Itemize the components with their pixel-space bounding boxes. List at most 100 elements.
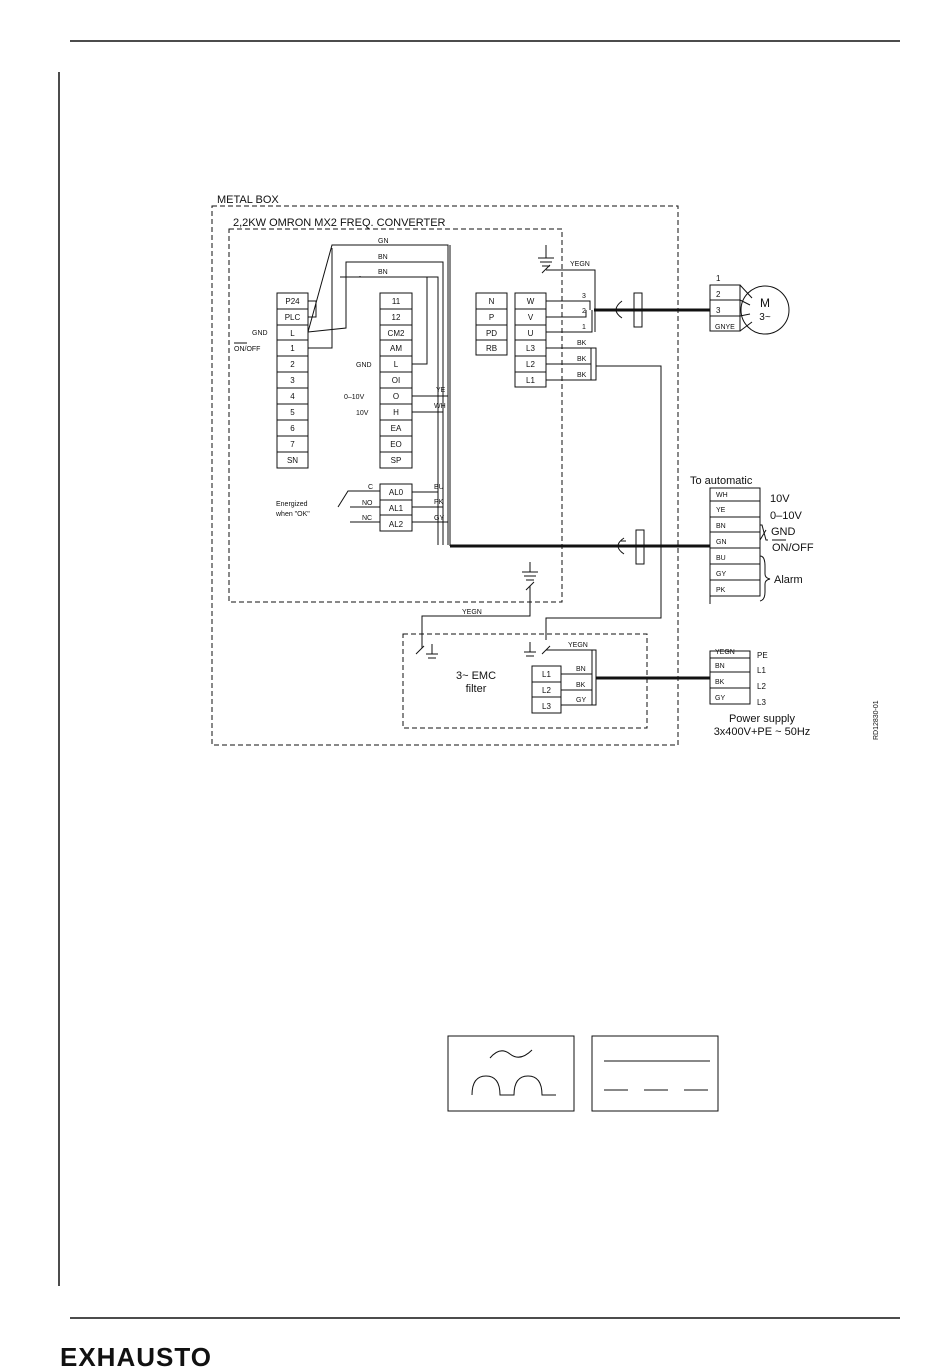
power-in-block: N P PD RB	[475, 292, 508, 356]
mid-gnd-label: GND	[356, 362, 372, 369]
supply-l2: L2	[757, 682, 766, 691]
to-automatic-label: To automatic	[690, 475, 753, 487]
terminal-sn: SN	[287, 456, 298, 465]
terminal-l-mid: L	[394, 360, 399, 369]
motor-side-3: 3	[582, 293, 586, 300]
wire-bn-1: BN	[378, 254, 388, 261]
terminal-4: 4	[290, 392, 295, 401]
emc-term-l3: L3	[542, 702, 551, 711]
terminal-u: U	[528, 329, 534, 338]
ground-symbol-mid	[522, 562, 538, 591]
supply-term-yegn: YEGN	[715, 649, 735, 656]
auto-gnd: GND	[771, 526, 796, 538]
auto-010v: 0–10V	[770, 510, 802, 522]
terminal-12: 12	[392, 313, 401, 322]
emc-term-l1: L1	[542, 670, 551, 679]
energized-label-1: Energized	[276, 501, 308, 508]
bk-label-3: BK	[577, 372, 587, 379]
motor-side-1: 1	[582, 324, 586, 331]
mid-10v-label: 10V	[356, 410, 369, 417]
terminal-l2: L2	[526, 360, 535, 369]
metal-box-label: METAL BOX	[217, 194, 279, 206]
alarm-no: NO	[362, 500, 373, 507]
auto-term-bn: BN	[716, 523, 726, 530]
mid-terminal-block: 11 12 CM2 AM L OI O H EA EO SP	[379, 292, 413, 469]
terminal-1: 1	[290, 344, 295, 353]
alarm-nc: NC	[362, 515, 372, 522]
left-gnd-label: GND	[252, 330, 268, 337]
auto-onoff: ON/OFF	[772, 542, 814, 554]
terminal-11: 11	[392, 297, 401, 306]
wire-bn-2: BN	[378, 269, 388, 276]
power-out-block: W V U L3 L2 L1	[514, 292, 547, 388]
wire-pk: PK	[434, 499, 444, 506]
auto-alarm: Alarm	[774, 574, 803, 586]
supply-l1: L1	[757, 666, 766, 675]
terminal-5: 5	[290, 408, 295, 417]
auto-term-ye: YE	[716, 507, 726, 514]
brand-logo: EXHAUSTO	[60, 1342, 212, 1370]
left-onoff-label: ON/OFF	[234, 346, 260, 353]
alarm-terminal-block: AL0 AL1 AL2	[379, 483, 413, 532]
emc-label-1: 3~ EMC	[456, 670, 496, 682]
supply-terminal-block: YEGN BN BK GY	[709, 649, 751, 705]
terminal-ea: EA	[391, 424, 402, 433]
emc-ground-left	[415, 644, 438, 659]
energized-label-2: when "OK"	[275, 511, 310, 518]
terminal-l3: L3	[526, 344, 535, 353]
terminal-7: 7	[290, 440, 295, 449]
terminal-sp: SP	[391, 456, 402, 465]
wire-yegn-bottom: YEGN	[462, 609, 482, 616]
terminal-al2: AL2	[389, 520, 404, 529]
motor-3phase: 3~	[759, 312, 771, 323]
metal-box-outline	[211, 205, 679, 746]
power-supply-label-1: Power supply	[729, 713, 796, 725]
alarm-brace	[759, 555, 771, 602]
wire-bu: BU	[434, 484, 444, 491]
control-cable-gland	[635, 529, 645, 565]
terminal-3: 3	[290, 376, 295, 385]
terminal-eo: EO	[390, 440, 402, 449]
emc-label-2: filter	[466, 683, 487, 695]
emc-wire-bn: BN	[576, 666, 586, 673]
supply-term-bn: BN	[715, 663, 725, 670]
terminal-p24: P24	[285, 297, 300, 306]
terminal-al1: AL1	[389, 504, 404, 513]
emc-wire-gy: GY	[576, 697, 586, 704]
alarm-c: C	[368, 484, 373, 491]
auto-term-pk: PK	[716, 587, 726, 594]
motor-term-3: 3	[716, 306, 721, 315]
auto-term-gy: GY	[716, 571, 726, 578]
drawing-reference: RD12830-01	[873, 700, 880, 740]
emc-filter-outline	[402, 633, 648, 729]
terminal-n: N	[489, 297, 495, 306]
left-terminal-block: P24 PLC L 1 2 3 4 5 6 7 SN	[276, 292, 309, 469]
supply-l3: L3	[757, 698, 766, 707]
bk-label-1: BK	[577, 340, 587, 347]
converter-outline	[228, 228, 563, 603]
terminal-o: O	[393, 392, 399, 401]
auto-term-wh: WH	[716, 492, 728, 499]
emc-terminal-block: L1 L2 L3	[531, 665, 562, 714]
motor-terminal-block: 1 2 3 GNYE	[709, 274, 741, 332]
auto-term-gn: GN	[716, 539, 727, 546]
terminal-oi: OI	[392, 376, 400, 385]
terminal-l-left: L	[290, 329, 295, 338]
motor-cable-gland	[633, 292, 643, 328]
supply-term-gy: GY	[715, 695, 725, 702]
motor-side-2: 2	[582, 308, 586, 315]
mid-010v-label: 0–10V	[344, 394, 365, 401]
terminal-plc: PLC	[285, 313, 301, 322]
emc-term-l2: L2	[542, 686, 551, 695]
wire-yegn-top: YEGN	[570, 261, 590, 268]
wire-gy: GY	[434, 515, 444, 522]
bk-label-2: BK	[577, 356, 587, 363]
ground-symbol-top	[538, 245, 554, 274]
motor-m: M	[760, 296, 770, 310]
motor-symbol	[740, 285, 790, 335]
terminal-pd: PD	[486, 329, 497, 338]
motor-term-1: 1	[716, 274, 721, 283]
terminal-al0: AL0	[389, 488, 404, 497]
terminal-w: W	[527, 297, 535, 306]
